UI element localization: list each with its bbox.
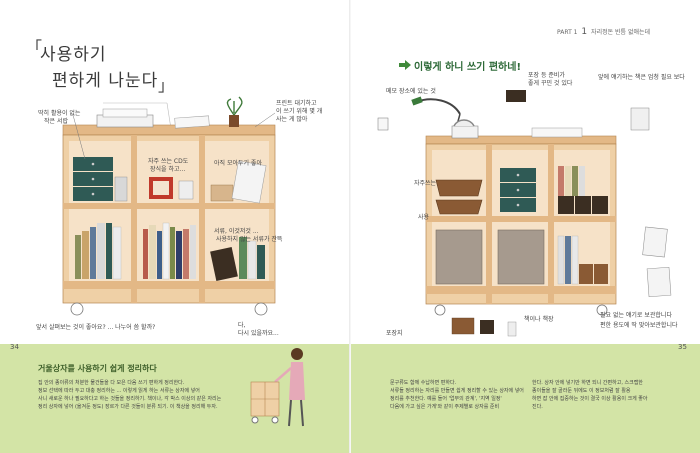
right-annotation-10: 포장지 <box>386 330 403 337</box>
title-line-1: 사용하기 <box>40 45 107 65</box>
arrow-right-icon <box>399 60 411 70</box>
page-title: 「 사용하기 편하게 나눈다 」 <box>26 38 180 95</box>
right-shelf-illustration <box>411 96 617 316</box>
right-annotation-4: 메모 장소에 있는 것 <box>386 88 436 95</box>
body-left-line-1: 집 안의 종이류의 처분한 물건들을 다 모은 다음 쓰기 편하게 정리한다. <box>38 380 185 386</box>
body-right-line-1: 문구류도 함께 수납하면 편하다. <box>390 380 457 386</box>
body-left-line-4: 정리 상자에 넣어 (옮겨둔 정도) 장르가 다른 것들이 분류 되기. 이 책… <box>38 404 218 410</box>
left-annotation-14: 다시 있을까요... <box>238 330 279 337</box>
right-annotation-2: 포장 등 준비가 <box>528 72 565 79</box>
left-annotation-10: 사용하지 않는 서류가 잔뜩 <box>216 236 283 243</box>
page-number-left: 34 <box>10 343 19 351</box>
body-right-line-2: 서류들 정리하는 자리를 만들면 쉽게 정리할 수 있는 상자에 넣어 <box>390 388 524 394</box>
left-bottom-note: 앞서 살펴보는 것이 좋아요? ... 나누어 씀 할까? <box>36 324 156 331</box>
body-right-line-3: 정리를 추천한다. 예를 들어 '업무의 관계', '지역 일정' <box>390 396 502 402</box>
left-annotation-2: 작은 서랍 <box>44 118 68 125</box>
left-annotation-1: 딱히 활용이 없는 <box>38 110 81 117</box>
body-right2-line-4: 진다. <box>532 404 543 410</box>
title-open-bracket: 「 <box>26 38 43 57</box>
running-head-section: 자리정돈 빈틈 없애는데 <box>591 29 651 36</box>
body-right2-line-1: 한다. 상자 안에 넣기만 하면 되니 간편하고, 스크랩한 <box>532 380 643 386</box>
body-left-line-2: 정보 선택에 따라 두고 대충 정리하는 ... 이렇게 읽게 하는 서류는 상… <box>38 388 200 394</box>
left-annotation-8: 장식을 하고... <box>150 166 186 173</box>
right-header: 이렇게 하니 쓰기 편하네! <box>414 62 522 73</box>
right-annotation-13: 편한 용도에 딱 맞아보관합니다 <box>600 322 678 329</box>
right-annotation-1: 앞에 얘기하는 책은 엄청 필요 보다 <box>598 74 685 81</box>
running-head-number: 1 <box>581 27 588 37</box>
left-annotation-6: 아직 모아두기 좋아 <box>214 160 262 167</box>
running-head-label: PART 1 <box>557 29 578 36</box>
body-right2-line-2: 종이들을 잘 골라둔 뒤에도 이 정보처럼 잘 활용 <box>532 388 631 394</box>
body-section-title: 거울상자를 사용하기 쉽게 정리하다 <box>38 364 157 373</box>
body-right2-line-3: 하면 잡 안에 집중하는 것이 결국 이상 활용이 크게 좋아 <box>532 396 648 402</box>
body-left-line-3: 사니 새로운 하나 필요하다고 하는 것들을 정리하기. 책이나, 각 박스 이… <box>38 396 222 402</box>
left-annotation-7: 자주 쓰는 CD도 <box>148 158 189 165</box>
page-number-right: 35 <box>678 343 687 351</box>
right-annotation-7: 사용 <box>418 214 430 221</box>
right-annotation-9: 책이나 책장 <box>524 316 554 323</box>
title-line-2: 편하게 나눈다 <box>52 71 159 91</box>
page-gutter <box>349 0 351 453</box>
left-annotation-13: 다, <box>238 322 246 329</box>
running-head: PART 1 1 자리정돈 빈틈 없애는데 <box>557 27 650 37</box>
right-annotation-3: 좋게 꾸민 것 있다 <box>528 80 573 87</box>
left-annotation-5: 사는 게 많아 <box>276 116 308 123</box>
left-annotation-3: 프린트 대기하고 <box>276 100 317 107</box>
title-close-bracket: 」 <box>158 76 175 95</box>
right-annotation-6: 자주쓰는 <box>414 180 437 187</box>
right-annotation-5: 필요 없는 얘기로 보관합니다 <box>600 312 672 319</box>
left-annotation-4: 이 쓰기 위해 몇 개 <box>276 108 323 115</box>
right-green-band <box>350 344 700 453</box>
body-right-line-4: 다음에 가고 싶은 가게'와 같이 주제별로 상자를 준비 <box>390 404 500 410</box>
left-annotation-9: 서류, 이것저것 ... <box>214 228 259 235</box>
left-shelf-illustration <box>62 96 276 316</box>
woman-with-cart-illustration <box>250 348 305 427</box>
